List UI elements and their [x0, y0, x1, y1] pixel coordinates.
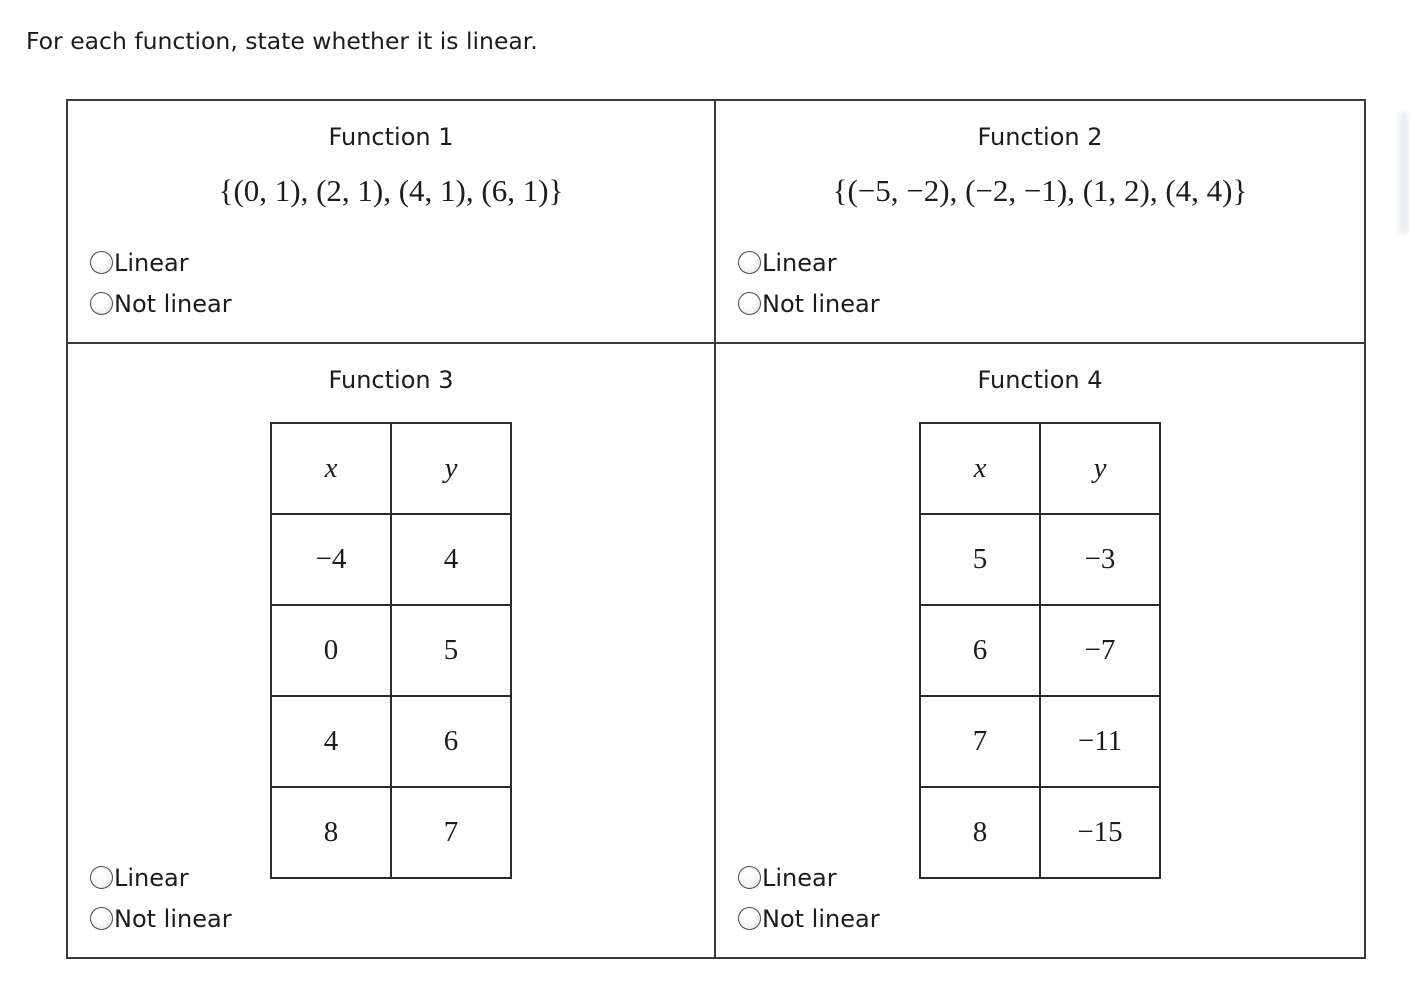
radio-icon[interactable] [738, 866, 761, 889]
table-cell-y: −3 [1039, 513, 1161, 606]
page-title: For each function, state whether it is l… [26, 27, 538, 55]
radio-icon[interactable] [738, 907, 761, 930]
table-row: 8 −15 [919, 786, 1161, 879]
table-cell-x: 5 [919, 513, 1041, 606]
table-cell-y: −11 [1039, 695, 1161, 788]
table-row: −4 4 [270, 513, 512, 606]
table-cell-x: 8 [270, 786, 392, 879]
function-3-option-not-linear[interactable]: Not linear [90, 898, 232, 939]
table-row: 7 −11 [919, 695, 1161, 788]
function-2-set: {(−5, −2), (−2, −1), (1, 2), (4, 4)} [832, 173, 1248, 208]
table-row: 0 5 [270, 604, 512, 697]
function-4-option-linear[interactable]: Linear [738, 857, 880, 898]
table-row: 8 7 [270, 786, 512, 879]
radio-icon[interactable] [90, 907, 113, 930]
table-cell-x: 4 [270, 695, 392, 788]
function-2-options: Linear Not linear [738, 242, 880, 324]
table-header-x: x [919, 422, 1041, 515]
function-3-table-wrap: x y −4 4 0 5 4 6 [68, 422, 714, 879]
function-3-options: Linear Not linear [90, 857, 232, 939]
table-cell-y: −7 [1039, 604, 1161, 697]
table-cell-y: 5 [390, 604, 512, 697]
table-header-row: x y [919, 422, 1161, 515]
function-4-table: x y 5 −3 6 −7 7 −11 [919, 422, 1161, 879]
functions-row-top: Function 1 {(0, 1), (2, 1), (4, 1), (6, … [68, 101, 1364, 342]
table-cell-y: 7 [390, 786, 512, 879]
function-1-set: {(0, 1), (2, 1), (4, 1), (6, 1)} [218, 173, 564, 208]
function-4-option-linear-label: Linear [762, 863, 837, 892]
table-row: 6 −7 [919, 604, 1161, 697]
table-row: 4 6 [270, 695, 512, 788]
function-2-option-linear-label: Linear [762, 248, 837, 277]
function-3-option-linear-label: Linear [114, 863, 189, 892]
function-4-option-not-linear-label: Not linear [762, 904, 880, 933]
function-cell-3: Function 3 x y −4 4 0 5 [68, 344, 716, 957]
function-3-title: Function 3 [328, 366, 454, 394]
function-cell-1: Function 1 {(0, 1), (2, 1), (4, 1), (6, … [68, 101, 716, 342]
radio-icon[interactable] [90, 866, 113, 889]
radio-icon[interactable] [90, 251, 113, 274]
function-4-option-not-linear[interactable]: Not linear [738, 898, 880, 939]
function-3-option-not-linear-label: Not linear [114, 904, 232, 933]
function-2-title: Function 2 [977, 123, 1103, 151]
table-cell-x: 7 [919, 695, 1041, 788]
function-1-option-not-linear-label: Not linear [114, 289, 232, 318]
table-cell-y: 4 [390, 513, 512, 606]
function-1-option-linear-label: Linear [114, 248, 189, 277]
radio-icon[interactable] [738, 292, 761, 315]
function-cell-2: Function 2 {(−5, −2), (−2, −1), (1, 2), … [716, 101, 1364, 342]
radio-icon[interactable] [90, 292, 113, 315]
function-cell-4: Function 4 x y 5 −3 6 −7 [716, 344, 1364, 957]
table-cell-x: 6 [919, 604, 1041, 697]
function-4-table-wrap: x y 5 −3 6 −7 7 −11 [716, 422, 1364, 879]
function-3-option-linear[interactable]: Linear [90, 857, 232, 898]
table-header-y: y [390, 422, 512, 515]
function-2-option-not-linear[interactable]: Not linear [738, 283, 880, 324]
table-cell-x: 8 [919, 786, 1041, 879]
functions-row-bottom: Function 3 x y −4 4 0 5 [68, 342, 1364, 957]
function-3-table: x y −4 4 0 5 4 6 [270, 422, 512, 879]
function-1-option-not-linear[interactable]: Not linear [90, 283, 232, 324]
function-1-options: Linear Not linear [90, 242, 232, 324]
function-1-title: Function 1 [328, 123, 454, 151]
right-edge-panel [1396, 112, 1410, 234]
table-header-row: x y [270, 422, 512, 515]
function-2-option-linear[interactable]: Linear [738, 242, 880, 283]
table-cell-y: −15 [1039, 786, 1161, 879]
function-4-title: Function 4 [977, 366, 1103, 394]
radio-icon[interactable] [738, 251, 761, 274]
table-cell-x: 0 [270, 604, 392, 697]
table-header-y: y [1039, 422, 1161, 515]
functions-grid: Function 1 {(0, 1), (2, 1), (4, 1), (6, … [66, 99, 1366, 959]
function-2-option-not-linear-label: Not linear [762, 289, 880, 318]
function-4-options: Linear Not linear [738, 857, 880, 939]
table-cell-x: −4 [270, 513, 392, 606]
table-cell-y: 6 [390, 695, 512, 788]
table-row: 5 −3 [919, 513, 1161, 606]
table-header-x: x [270, 422, 392, 515]
function-1-option-linear[interactable]: Linear [90, 242, 232, 283]
